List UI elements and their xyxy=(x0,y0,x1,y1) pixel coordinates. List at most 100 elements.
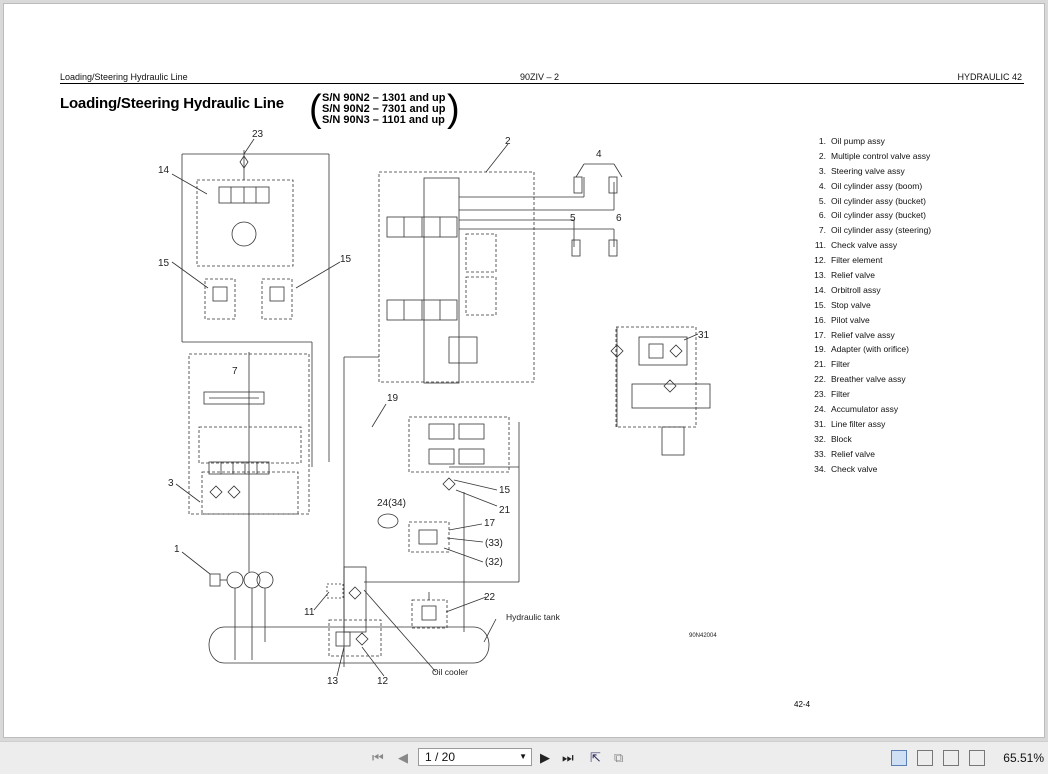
legend-item-label: Check valve assy xyxy=(831,240,898,251)
legend-item: 14.Orbitroll assy xyxy=(812,285,931,300)
legend-item-number: 14. xyxy=(814,284,826,295)
legend-item: 15. Stop valve xyxy=(812,300,931,315)
page-number: 42-4 xyxy=(794,700,811,709)
callout-22: 22 xyxy=(484,592,496,603)
running-header-right: HYDRAULIC 42 xyxy=(957,72,1022,82)
legend-item-label: Oil cylinder assy (boom) xyxy=(831,180,923,191)
callout-31: 31 xyxy=(698,330,710,341)
legend-item-label: Oil cylinder assy (bucket) xyxy=(831,210,926,221)
document-viewer[interactable]: Loading/Steering Hydraulic Line 90ZIV – … xyxy=(0,0,1048,741)
running-header-center: 90ZIV – 2 xyxy=(520,72,560,82)
legend-item-label: Breather valve assy xyxy=(831,374,906,385)
legend-item-number: 23. xyxy=(814,389,826,400)
serial-line: S/N 90N3 – 1101 and up xyxy=(322,114,445,126)
first-page-icon[interactable]: ⏮ xyxy=(372,750,384,765)
legend-item-number: 4. xyxy=(818,180,826,191)
single-page-view-icon[interactable] xyxy=(891,750,907,766)
drawing-code: 90N42004 xyxy=(689,633,717,639)
callout-17: 17 xyxy=(484,518,496,529)
callout-12: 12 xyxy=(377,676,389,687)
callout-11: 11 xyxy=(304,607,315,618)
legend-item-label: Pilot valve xyxy=(831,314,870,325)
header-rule xyxy=(60,83,1024,84)
legend-item: 5.Oil cylinder assy (bucket) xyxy=(812,196,931,211)
legend-item-number: 21. xyxy=(814,359,826,370)
legend-item: 16. Pilot valve xyxy=(812,315,931,330)
legend-item-number: 3. xyxy=(818,165,826,176)
legend-item: 33.Relief valve xyxy=(812,449,931,464)
viewer-toolbar: ⏮ ◀ 1 / 20 ▼ ▶ ⏭ ⇱ ⧉ 65.51% xyxy=(0,741,1048,774)
oil-cooler-label: Oil cooler xyxy=(432,667,468,677)
legend-item-label: Oil cylinder assy (bucket) xyxy=(831,195,926,206)
callout-15: 15 xyxy=(158,258,170,269)
legend-item-number: 1. xyxy=(818,136,826,146)
legend-item-label: Line filter assy xyxy=(831,418,886,429)
callout-19: 19 xyxy=(387,393,399,404)
page-title: Loading/Steering Hydraulic Line xyxy=(60,95,284,112)
legend-item-label: Filter element xyxy=(831,255,883,266)
legend-item-label: Stop valve xyxy=(831,299,871,310)
copy-icon[interactable]: ⧉ xyxy=(614,750,624,765)
chevron-down-icon: ▼ xyxy=(519,752,527,761)
two-page-continuous-view-icon[interactable] xyxy=(969,750,985,766)
legend-item-label: Filter xyxy=(831,389,850,400)
legend-item-label: Block xyxy=(831,433,852,444)
legend-item-number: 24. xyxy=(814,404,826,415)
legend-item-number: 13. xyxy=(814,270,826,281)
legend-item: 2. Multiple control valve assy xyxy=(812,151,931,166)
callout-3: 3 xyxy=(168,478,174,489)
callout-15: 15 xyxy=(340,254,352,265)
legend-item-number: 6. xyxy=(818,210,826,221)
legend-item-label: Multiple control valve assy xyxy=(831,150,931,161)
previous-page-icon[interactable]: ◀ xyxy=(398,750,408,765)
legend-item-number: 2. xyxy=(818,150,826,161)
callout-33: (33) xyxy=(485,538,503,549)
hydraulic-schematic: 23 14 15 15 2 4 5 6 7 3 1 19 15 21 17 24… xyxy=(158,129,717,687)
last-page-icon[interactable]: ⏭ xyxy=(562,750,574,765)
legend-item-number: 19. xyxy=(814,344,826,355)
zoom-level[interactable]: 65.51% xyxy=(1003,751,1044,765)
legend-item-number: 32. xyxy=(814,433,826,444)
legend-item-label: Accumulator assy xyxy=(831,404,899,415)
callout-5: 5 xyxy=(570,213,576,224)
legend-item: 23. Filter xyxy=(812,389,931,404)
pdf-page: Loading/Steering Hydraulic Line 90ZIV – … xyxy=(3,3,1045,738)
legend-item: 7. Oil cylinder assy (steering) xyxy=(812,225,931,240)
legend-item-label: Relief valve assy xyxy=(831,329,895,340)
two-page-view-icon[interactable] xyxy=(943,750,959,766)
left-bracket: ( xyxy=(309,88,322,130)
legend-item: 24. Accumulator assy xyxy=(812,404,931,419)
hydraulic-tank-label: Hydraulic tank xyxy=(506,612,561,622)
legend-item-label: Filter xyxy=(831,359,850,370)
legend-item: 21. Filter xyxy=(812,359,931,374)
legend-item: 31.Line filter assy xyxy=(812,419,931,434)
legend-item-number: 15. xyxy=(814,299,826,310)
legend-item: 4. Oil cylinder assy (boom) xyxy=(812,181,931,196)
legend-item: 19. Adapter (with orifice) xyxy=(812,344,931,359)
serial-line: S/N 90N2 – 7301 and up xyxy=(322,103,446,115)
next-page-icon[interactable]: ▶ xyxy=(540,750,550,765)
legend-item-number: 16. xyxy=(814,314,826,325)
legend-item: 22.Breather valve assy xyxy=(812,374,931,389)
callout-32: (32) xyxy=(485,557,503,568)
legend-item-label: Oil cylinder assy (steering) xyxy=(831,225,932,236)
legend-item: 12.Filter element xyxy=(812,255,931,270)
export-icon[interactable]: ⇱ xyxy=(590,750,601,765)
legend-item-number: 11. xyxy=(814,240,826,251)
callout-13: 13 xyxy=(327,676,339,687)
legend-item: 3. Steering valve assy xyxy=(812,166,931,181)
legend-item-number: 7. xyxy=(818,225,826,236)
page-select[interactable]: 1 / 20 ▼ xyxy=(418,748,532,766)
legend-item: 17.Relief valve assy xyxy=(812,330,931,345)
callout-23: 23 xyxy=(252,129,264,140)
callout-7: 7 xyxy=(232,366,238,377)
legend-item-label: Oil pump assy xyxy=(831,136,885,146)
continuous-view-icon[interactable] xyxy=(917,750,933,766)
right-bracket: ) xyxy=(447,88,460,130)
callout-2: 2 xyxy=(505,136,511,147)
legend-item: 6. Oil cylinder assy (bucket) xyxy=(812,210,931,225)
legend-item-label: Adapter (with orifice) xyxy=(831,344,909,355)
legend-item-label: Steering valve assy xyxy=(831,165,905,176)
legend-item: 11. Check valve assy xyxy=(812,240,931,255)
running-header-left: Loading/Steering Hydraulic Line xyxy=(60,72,188,82)
